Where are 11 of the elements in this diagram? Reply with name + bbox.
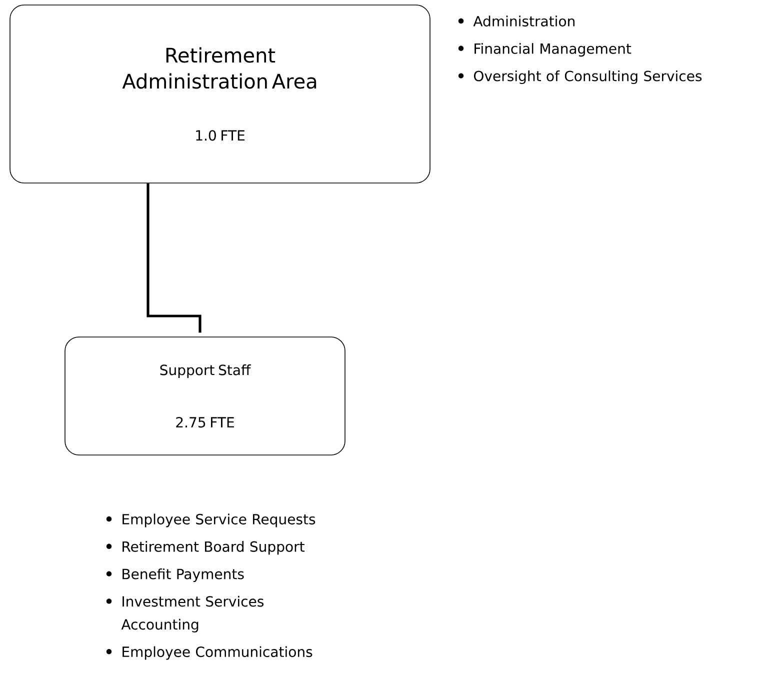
bullet-item: Employee Service Requests bbox=[122, 514, 316, 528]
connector-line bbox=[146, 183, 202, 333]
process-box: Support Staff 2.75 FTE bbox=[64, 336, 346, 456]
process-box: Retirement Administration Area 1.0 FTE bbox=[10, 4, 430, 184]
bullet-item: Employee Communications bbox=[122, 646, 312, 660]
bullet-item: Oversight of Consulting Services bbox=[474, 70, 702, 84]
bullet-item: Administration bbox=[473, 16, 574, 26]
bullet-item: Benefit Payments bbox=[122, 568, 244, 582]
bullet-item: Retirement Board Support bbox=[122, 541, 304, 555]
bullet-item: Financial Management bbox=[474, 43, 632, 57]
bullet-item: Investment Services Accounting bbox=[121, 596, 264, 632]
